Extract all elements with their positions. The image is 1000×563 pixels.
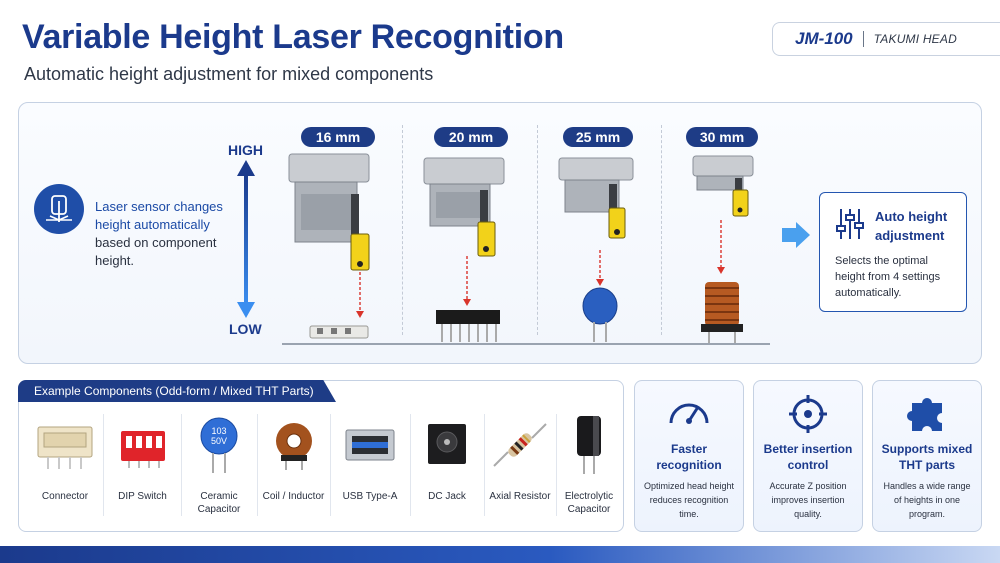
benefit-title: Supports mixed THT parts [881, 442, 973, 472]
arrow-right-icon [782, 222, 810, 248]
capacitor-marking-1: 103 [211, 426, 226, 436]
laser-sensor-icon [34, 184, 84, 234]
laser-desc-line-1: Laser sensor changes [95, 199, 223, 214]
resistor-icon [493, 423, 547, 467]
ceramic-capacitor-icon: 103 50V [200, 417, 238, 473]
model-name: JM-100 [795, 29, 853, 48]
component-divider [181, 414, 182, 516]
component-label: Connector [41, 491, 89, 502]
auto-height-title-line-2: adjustment [875, 228, 945, 243]
coil-icon [275, 423, 312, 470]
component-divider [556, 414, 557, 516]
laser-sensor-description: Laser sensor changes height automaticall… [95, 198, 245, 270]
speedometer-icon [669, 403, 709, 424]
component-label: Electrolytic Capacitor [564, 491, 614, 515]
auto-height-title-line-1: Auto height [875, 209, 948, 224]
benefit-description: Optimized head height reduces recognitio… [643, 481, 735, 519]
component-electrolytic-capacitor: Electrolytic Capacitor [556, 410, 622, 522]
benefit-description: Handles a wide range of heights in one p… [883, 481, 971, 519]
benefit-faster-recognition: Faster recognition Optimized head height… [634, 380, 744, 532]
component-divider [410, 414, 411, 516]
component-axial-resistor: Axial Resistor [484, 410, 556, 522]
model-separator [862, 31, 864, 47]
height-pill-25: 25 mm [563, 127, 633, 147]
height-pill-20: 20 mm [434, 127, 508, 147]
laser-desc-line-4: height. [95, 253, 135, 268]
component-label: DC Jack [428, 491, 466, 502]
sliders-icon [836, 209, 864, 239]
component-label: USB Type-A [342, 491, 398, 502]
head-30mm-illustration [692, 155, 754, 344]
dc-jack-icon [428, 424, 466, 464]
component-divider [484, 414, 485, 516]
component-label: Coil / Inductor [262, 491, 325, 502]
height-pill-30: 30 mm [686, 127, 758, 147]
height-range-arrow [237, 160, 255, 318]
column-divider [402, 125, 403, 335]
component-connector: Connector [26, 410, 104, 522]
head-16mm-illustration [288, 153, 370, 339]
board-baseline [282, 343, 770, 345]
component-divider [103, 414, 104, 516]
component-ceramic-capacitor: 103 50V Ceramic Capacitor [181, 410, 257, 522]
benefit-description: Accurate Z position improves insertion q… [769, 481, 847, 519]
component-label: Axial Resistor [489, 491, 551, 502]
auto-height-adjustment-box: Auto height adjustment Selects the optim… [819, 192, 967, 312]
auto-height-description: Selects the optimal height from 4 settin… [835, 255, 941, 299]
label-high: HIGH [228, 142, 263, 158]
benefit-title: Better insertion control [763, 442, 853, 472]
component-usb: USB Type-A [330, 410, 410, 522]
component-dip-switch: DIP Switch [104, 410, 181, 522]
example-components-header: Example Components (Odd-form / Mixed THT… [18, 380, 336, 402]
puzzle-icon [906, 398, 942, 431]
component-dc-jack: DC Jack [410, 410, 484, 522]
usb-icon [345, 429, 395, 461]
page-subtitle: Automatic height adjustment for mixed co… [24, 64, 434, 84]
height-pill-16: 16 mm [301, 127, 375, 147]
label-low: LOW [229, 321, 262, 337]
component-divider [330, 414, 331, 516]
head-name: TAKUMI HEAD [873, 32, 957, 46]
laser-desc-line-3: based on component [95, 235, 217, 250]
footer-bar [0, 546, 1000, 563]
connector-icon [37, 426, 93, 469]
benefit-insertion-control: Better insertion control Accurate Z posi… [753, 380, 863, 532]
page-title: Variable Height Laser Recognition [22, 18, 564, 56]
benefit-mixed-tht: Supports mixed THT parts Handles a wide … [872, 380, 982, 532]
component-coil: Coil / Inductor [257, 410, 330, 522]
electrolytic-capacitor-icon [577, 416, 601, 474]
component-label: DIP Switch [118, 491, 167, 502]
model-tag: JM-100 TAKUMI HEAD [772, 22, 1000, 56]
crosshair-icon [789, 395, 827, 433]
component-divider [257, 414, 258, 516]
capacitor-marking-2: 50V [211, 436, 227, 446]
benefit-title: Faster recognition [656, 442, 722, 472]
dip-switch-icon [120, 431, 165, 468]
head-20mm-illustration [423, 157, 505, 342]
example-components-panel [18, 380, 624, 532]
laser-desc-line-2: height automatically [95, 217, 210, 232]
auto-height-title: Auto height adjustment [875, 207, 947, 245]
column-divider [537, 125, 538, 335]
component-label: Ceramic Capacitor [197, 491, 241, 515]
column-divider [661, 125, 662, 335]
head-25mm-illustration [558, 157, 634, 342]
